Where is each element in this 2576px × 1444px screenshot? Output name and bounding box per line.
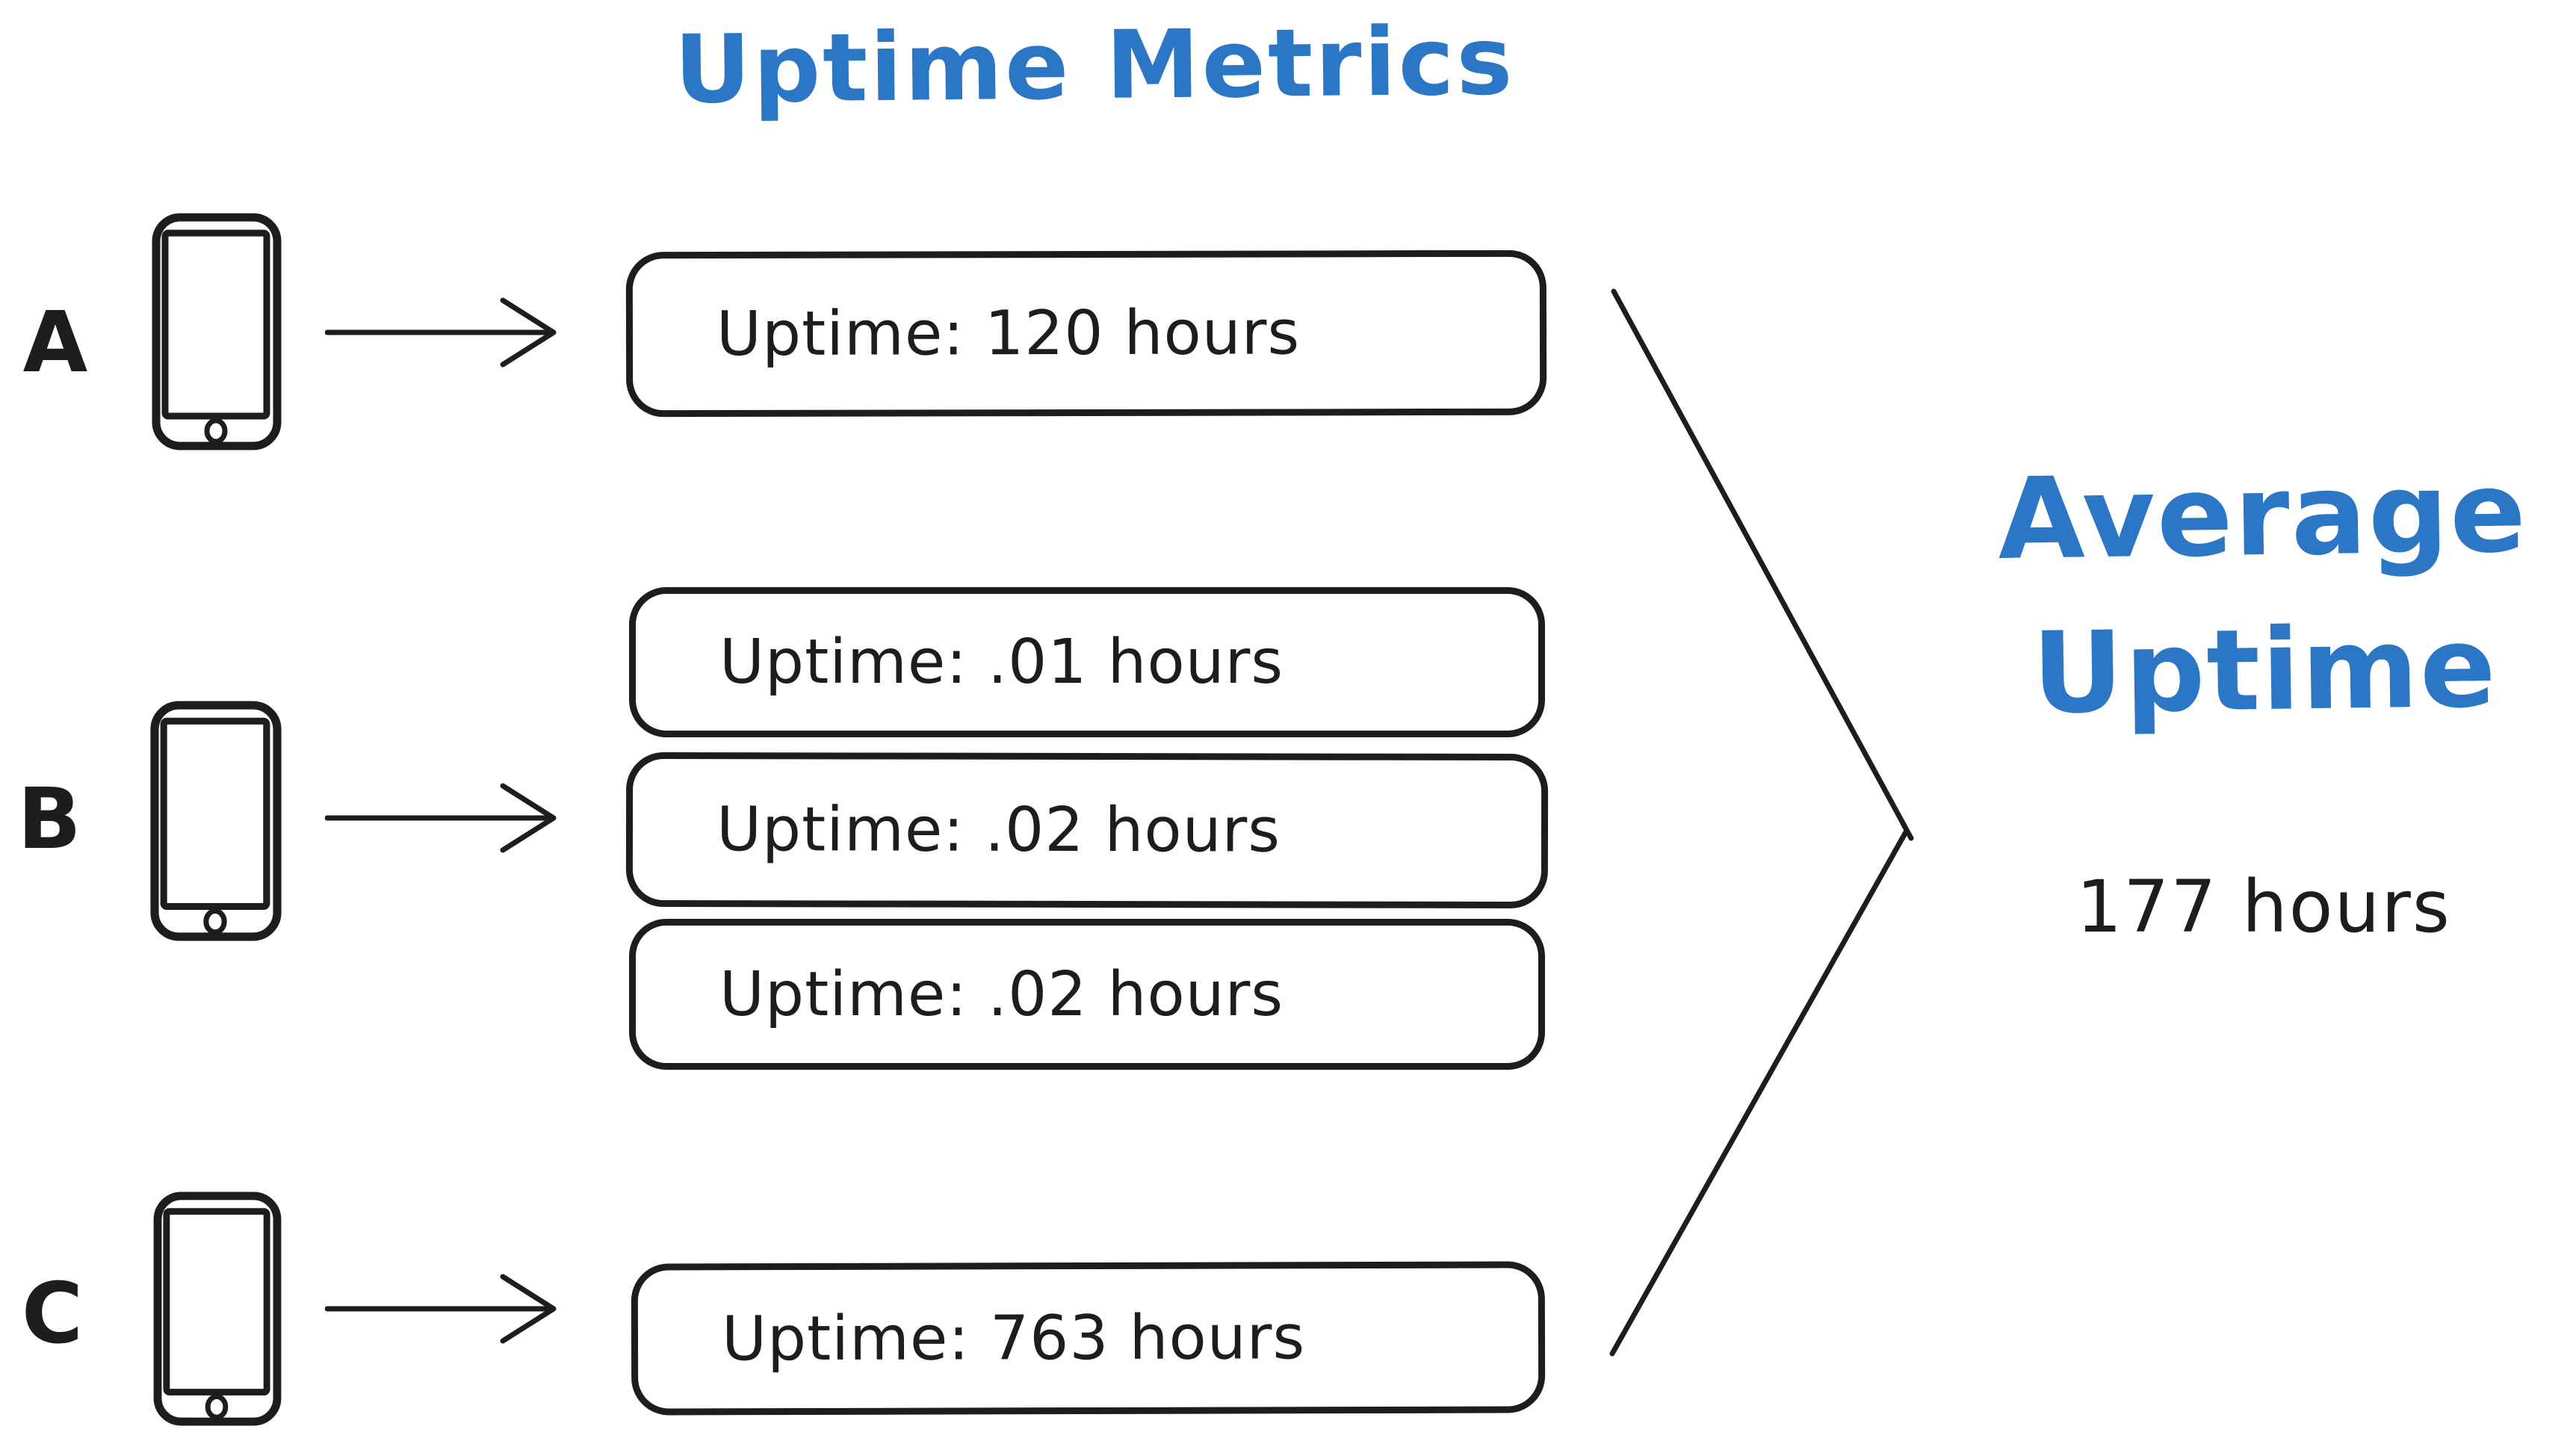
metric-text-b2: Uptime: .02 hours bbox=[716, 794, 1281, 867]
average-uptime-heading: Average Uptime bbox=[1910, 434, 2576, 753]
device-label-b: B bbox=[17, 771, 81, 868]
arrow-a bbox=[325, 297, 557, 368]
merge-chevron bbox=[1609, 288, 1914, 1357]
metric-box-c1: Uptime: 763 hours bbox=[631, 1261, 1546, 1416]
average-uptime-value: 177 hours bbox=[2076, 865, 2451, 949]
metric-text-b1: Uptime: .01 hours bbox=[719, 627, 1284, 698]
smartphone-icon bbox=[150, 701, 282, 941]
metric-text-b3: Uptime: .02 hours bbox=[719, 958, 1284, 1030]
metric-box-b1: Uptime: .01 hours bbox=[629, 587, 1545, 737]
diagram-title: Uptime Metrics bbox=[673, 6, 1516, 125]
metric-box-b2: Uptime: .02 hours bbox=[625, 752, 1549, 909]
average-uptime-heading-line2: Uptime bbox=[2031, 602, 2498, 740]
metric-box-a1: Uptime: 120 hours bbox=[625, 250, 1547, 418]
device-label-a: A bbox=[22, 294, 88, 391]
smartphone-icon bbox=[152, 213, 282, 450]
average-uptime-heading-line1: Average bbox=[1997, 447, 2529, 585]
arrow-b bbox=[325, 783, 557, 853]
metric-box-b3: Uptime: .02 hours bbox=[629, 919, 1545, 1070]
smartphone-icon bbox=[153, 1192, 282, 1426]
metric-text-a1: Uptime: 120 hours bbox=[716, 297, 1301, 371]
metric-text-c1: Uptime: 763 hours bbox=[721, 1302, 1306, 1375]
arrow-c bbox=[325, 1274, 557, 1344]
device-label-c: C bbox=[21, 1265, 84, 1363]
